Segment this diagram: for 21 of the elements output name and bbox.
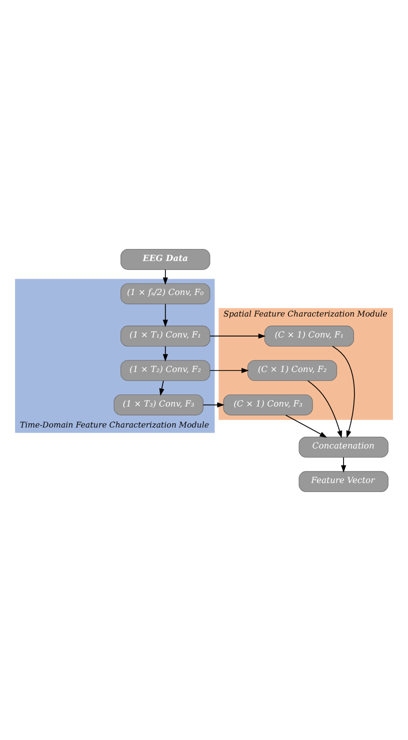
node-box: (1 × T₁) Conv, F₁ (120, 325, 210, 346)
node-box: (1 × T₃) Conv, F₃ (114, 394, 204, 415)
node-box: (C × 1) Conv, F₁ (264, 325, 354, 346)
node-box: (C × 1) Conv, F₂ (247, 360, 338, 380)
node-box: (1 × T₂) Conv, F₂ (120, 360, 210, 380)
arrow (341, 456, 346, 472)
arrow (159, 380, 164, 396)
arrow (285, 414, 328, 438)
node-box: (C × 1) Conv, F₃ (223, 394, 313, 415)
arrow (202, 402, 225, 407)
arrow (210, 367, 249, 373)
arrow (162, 303, 168, 327)
arrow (162, 268, 168, 284)
node-box: EEG Data (120, 248, 210, 270)
arrow (162, 345, 168, 361)
node-box: Feature Vector (298, 470, 388, 492)
arrow (307, 380, 342, 438)
arrow (332, 345, 355, 438)
node-box: Concatenation (298, 436, 388, 458)
node-box: (1 × fₛ/2) Conv, F₀ (120, 282, 210, 304)
arrow (210, 333, 266, 338)
